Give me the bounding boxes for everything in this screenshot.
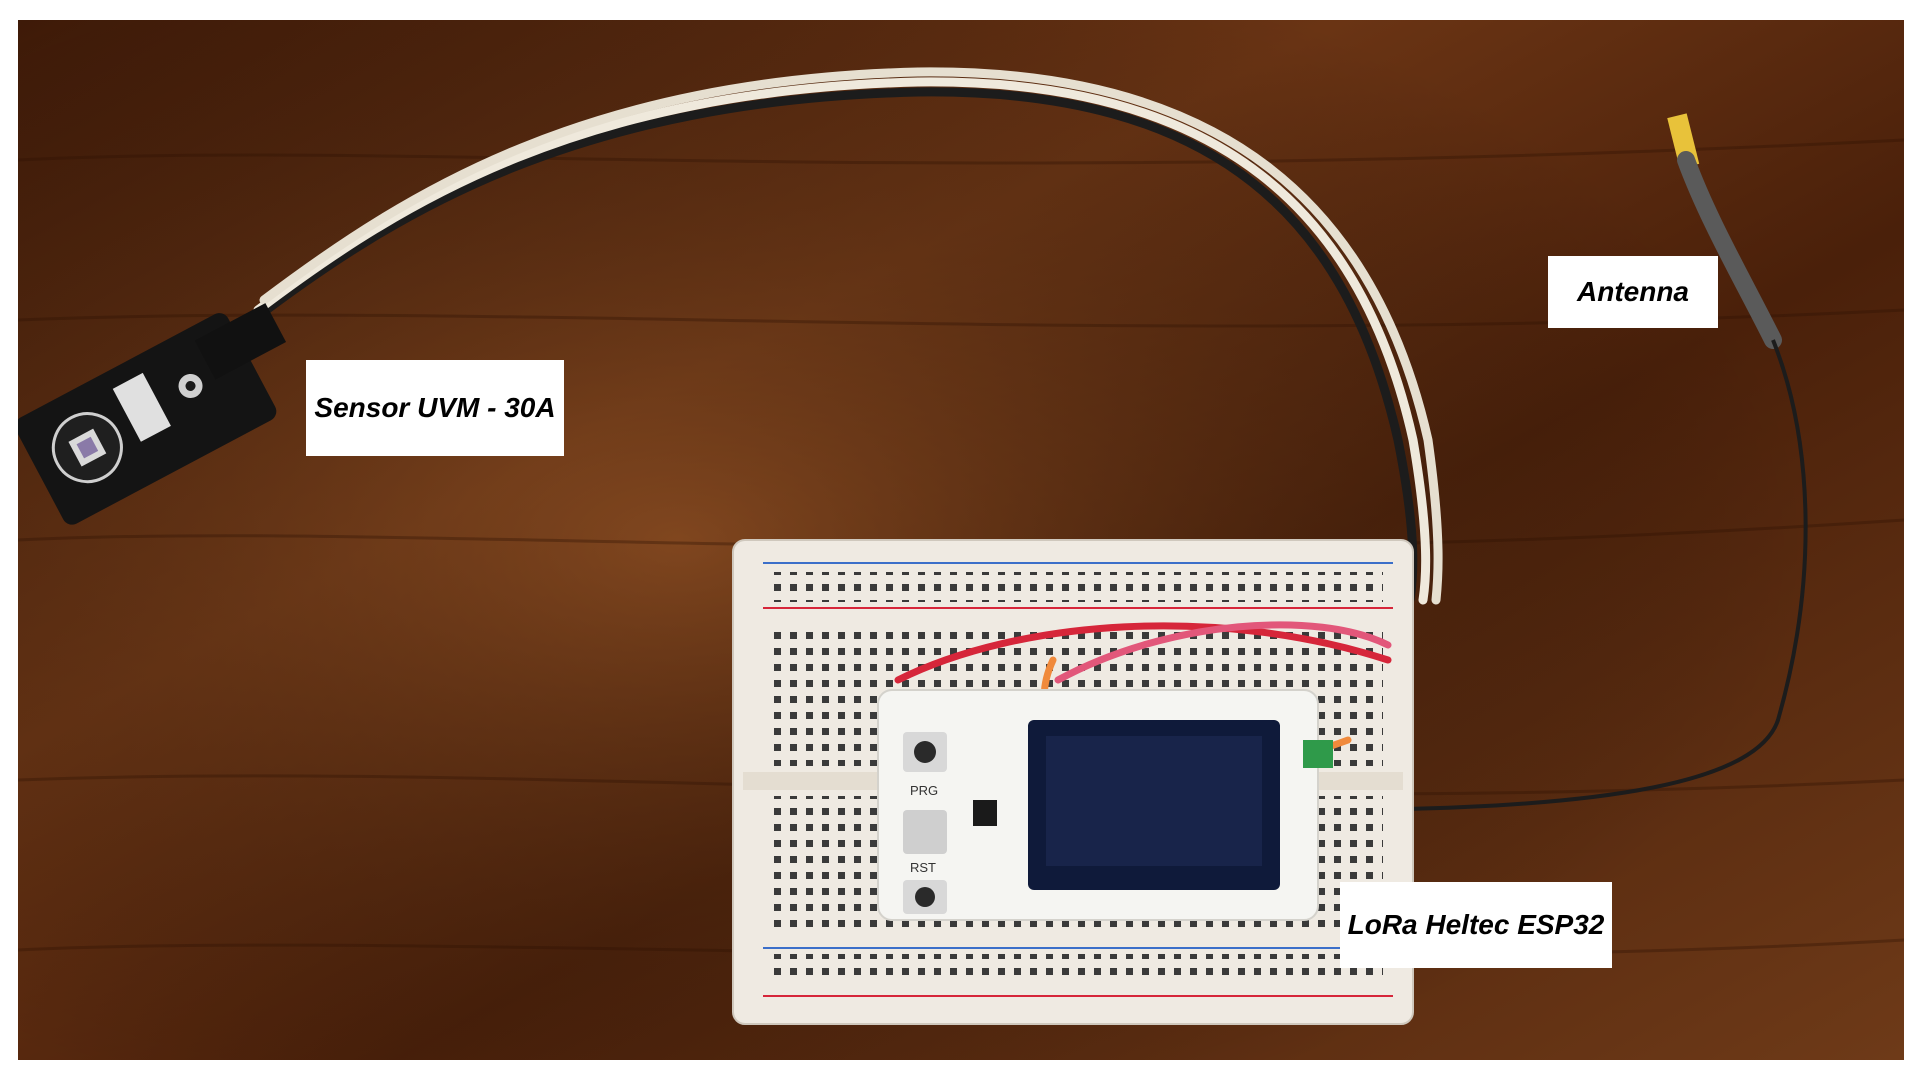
rst-label: RST xyxy=(910,860,936,875)
uv-sensor-icon xyxy=(18,303,287,525)
photo-scene: PRG RST xyxy=(18,20,1904,1060)
label-sensor: Sensor UVM - 30A xyxy=(306,360,564,456)
antenna-icon xyxy=(1317,113,1808,812)
jumper-cable xyxy=(248,67,1443,605)
red-wire xyxy=(894,622,1392,684)
pink-wire xyxy=(1054,621,1392,684)
label-antenna: Antenna xyxy=(1548,256,1718,328)
prg-label: PRG xyxy=(910,783,938,798)
label-lora-board: LoRa Heltec ESP32 xyxy=(1340,882,1612,968)
microcontroller-icon: PRG RST xyxy=(877,689,1333,921)
